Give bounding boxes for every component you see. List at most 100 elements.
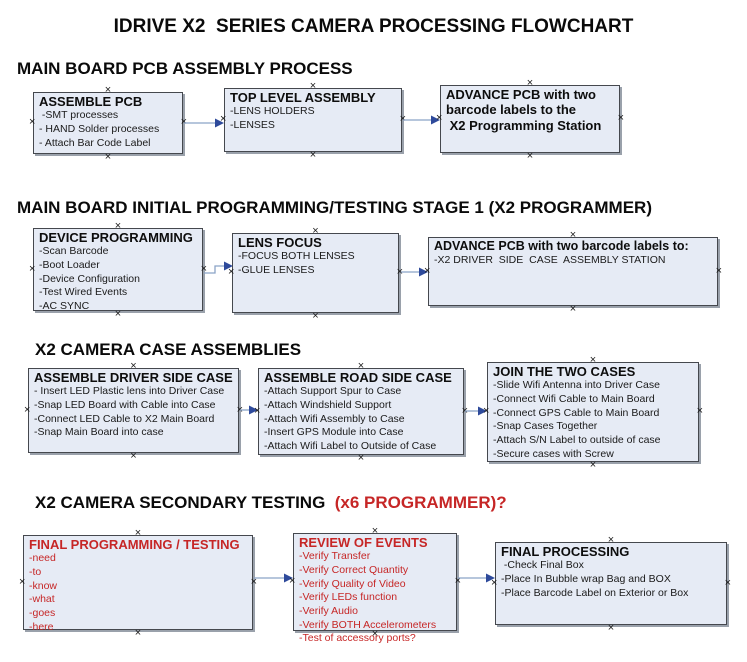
flow-box-assemble-pcb: ASSEMBLE PCB -SMT processes - HAND Solde… bbox=[33, 92, 183, 154]
box-item: -Snap Main Board into case bbox=[34, 426, 164, 439]
box-item: - Insert LED Plastic lens into Driver Ca… bbox=[34, 385, 225, 398]
connection-point-icon bbox=[570, 306, 576, 313]
connection-point-icon bbox=[618, 115, 624, 122]
box-item: -Insert GPS Module into Case bbox=[264, 426, 404, 439]
box-item: -Check Final Box bbox=[501, 559, 584, 572]
connector-arrow bbox=[458, 573, 495, 583]
connection-point-icon bbox=[312, 313, 318, 320]
box-item: -SMT processes bbox=[39, 109, 119, 122]
box-item: -goes bbox=[29, 606, 56, 619]
box-item: -what bbox=[29, 593, 55, 606]
connection-point-icon bbox=[527, 153, 533, 160]
connection-point-icon bbox=[608, 537, 614, 544]
connection-point-icon bbox=[130, 363, 136, 370]
flow-box-assemble-driver-side-case: ASSEMBLE DRIVER SIDE CASE - Insert LED P… bbox=[28, 368, 239, 453]
connection-point-icon bbox=[608, 625, 614, 632]
connection-point-icon bbox=[228, 269, 234, 276]
box-item: -to bbox=[29, 565, 42, 578]
box-item: - Attach Bar Code Label bbox=[39, 136, 151, 149]
connection-point-icon bbox=[115, 311, 121, 318]
connection-point-icon bbox=[105, 154, 111, 161]
connector-arrow bbox=[403, 115, 440, 125]
flow-box-join-the-two-cases: JOIN THE TWO CASES -Slide Wifi Antenna i… bbox=[487, 362, 699, 462]
box-item: -Attach Windshield Support bbox=[264, 398, 392, 411]
box-item: -GLUE LENSES bbox=[238, 263, 315, 276]
box-item: -Verify LEDs function bbox=[299, 591, 398, 604]
flow-box-top-level-assembly: TOP LEVEL ASSEMBLY -LENS HOLDERS -LENSES bbox=[224, 88, 402, 152]
connection-point-icon bbox=[29, 266, 35, 273]
flow-box-lens-focus: LENS FOCUS -FOCUS BOTH LENSES -GLUE LENS… bbox=[232, 233, 399, 313]
box-item: -FOCUS BOTH LENSES bbox=[238, 250, 355, 263]
connection-point-icon bbox=[716, 268, 722, 275]
box-item: -Verify Quality of Video bbox=[299, 577, 406, 590]
connection-point-icon bbox=[220, 116, 226, 123]
box-item: -Secure cases with Screw bbox=[493, 447, 614, 460]
box-title: ADVANCE PCB with two barcode labels to t… bbox=[446, 87, 602, 133]
connector-arrow bbox=[254, 573, 293, 583]
box-item: -here bbox=[29, 620, 54, 633]
box-item: -Attach S/N Label to outside of case bbox=[493, 433, 661, 446]
box-title: TOP LEVEL ASSEMBLY bbox=[230, 90, 376, 105]
connection-point-icon bbox=[310, 152, 316, 159]
connection-point-icon bbox=[19, 579, 25, 586]
box-title: LENS FOCUS bbox=[238, 235, 322, 250]
connection-point-icon bbox=[590, 357, 596, 364]
connection-point-icon bbox=[590, 462, 596, 469]
box-title: ASSEMBLE ROAD SIDE CASE bbox=[264, 370, 452, 385]
connection-point-icon bbox=[372, 631, 378, 638]
connection-point-icon bbox=[725, 580, 731, 587]
connection-point-icon bbox=[130, 453, 136, 460]
box-item: -Test Wired Events bbox=[39, 286, 128, 299]
box-title: REVIEW OF EVENTS bbox=[299, 535, 428, 550]
box-item: -Test of accessory ports? bbox=[299, 632, 416, 645]
box-title: ASSEMBLE DRIVER SIDE CASE bbox=[34, 370, 233, 385]
flow-box-final-processing: FINAL PROCESSING -Check Final Box -Place… bbox=[495, 542, 727, 625]
box-item: -know bbox=[29, 579, 58, 592]
box-title: JOIN THE TWO CASES bbox=[493, 364, 636, 379]
connection-point-icon bbox=[24, 407, 30, 414]
connection-point-icon bbox=[358, 455, 364, 462]
box-title: FINAL PROCESSING bbox=[501, 544, 630, 559]
box-item: -Device Configuration bbox=[39, 272, 140, 285]
box-item: - HAND Solder processes bbox=[39, 122, 160, 135]
connection-point-icon bbox=[29, 119, 35, 126]
connection-point-icon bbox=[254, 408, 260, 415]
connection-point-icon bbox=[424, 268, 430, 275]
section-header-initial-programming: MAIN BOARD INITIAL PROGRAMMING/TESTING S… bbox=[17, 198, 652, 217]
box-title: FINAL PROGRAMMING / TESTING bbox=[29, 537, 240, 552]
box-title: ASSEMBLE PCB bbox=[39, 94, 143, 109]
flow-box-review-of-events: REVIEW OF EVENTS -Verify Transfer -Verif… bbox=[293, 533, 457, 644]
connection-point-icon bbox=[358, 363, 364, 370]
box-title: ADVANCE PCB with two barcode labels to: bbox=[434, 239, 689, 253]
box-item: -Place Barcode Label on Exterior or Box bbox=[501, 586, 689, 599]
connection-point-icon bbox=[697, 408, 703, 415]
box-item: -Snap LED Board with Cable into Case bbox=[34, 398, 216, 411]
connection-point-icon bbox=[570, 232, 576, 239]
connection-point-icon bbox=[135, 530, 141, 537]
section-header-pcb-assembly: MAIN BOARD PCB ASSEMBLY PROCESS bbox=[17, 59, 353, 78]
connection-point-icon bbox=[436, 115, 442, 122]
connection-point-icon bbox=[105, 87, 111, 94]
box-item: -Attach Support Spur to Case bbox=[264, 385, 402, 398]
box-item: -Connect LED Cable to X2 Main Board bbox=[34, 412, 215, 425]
box-item: -Verify Correct Quantity bbox=[299, 563, 409, 576]
box-item: -Attach Wifi Label to Outside of Case bbox=[264, 439, 437, 452]
box-title: DEVICE PROGRAMMING bbox=[39, 230, 193, 245]
box-item: -Attach Wifi Assembly to Case bbox=[264, 412, 405, 425]
box-item: -Boot Loader bbox=[39, 258, 100, 271]
section-header-highlight: (x6 PROGRAMMER)? bbox=[334, 493, 507, 512]
box-item: -Connect GPS Cable to Main Board bbox=[493, 406, 660, 419]
connector-arrow bbox=[184, 118, 224, 128]
box-item: -AC SYNC bbox=[39, 299, 90, 312]
connection-point-icon bbox=[115, 223, 121, 230]
connection-point-icon bbox=[491, 580, 497, 587]
box-item: -Verify Audio bbox=[299, 604, 358, 617]
flow-box-device-programming: DEVICE PROGRAMMING -Scan Barcode -Boot L… bbox=[33, 228, 203, 312]
connection-point-icon bbox=[527, 80, 533, 87]
box-item: -Place In Bubble wrap Bag and BOX bbox=[501, 572, 671, 585]
box-item: -Slide Wifi Antenna into Driver Case bbox=[493, 379, 660, 392]
section-header-text: X2 CAMERA SECONDARY TESTING bbox=[35, 493, 335, 512]
connection-point-icon bbox=[483, 408, 489, 415]
box-item: -Connect Wifi Cable to Main Board bbox=[493, 392, 655, 405]
flow-box-final-programming-testing: FINAL PROGRAMMING / TESTING -need -to -k… bbox=[23, 535, 253, 633]
